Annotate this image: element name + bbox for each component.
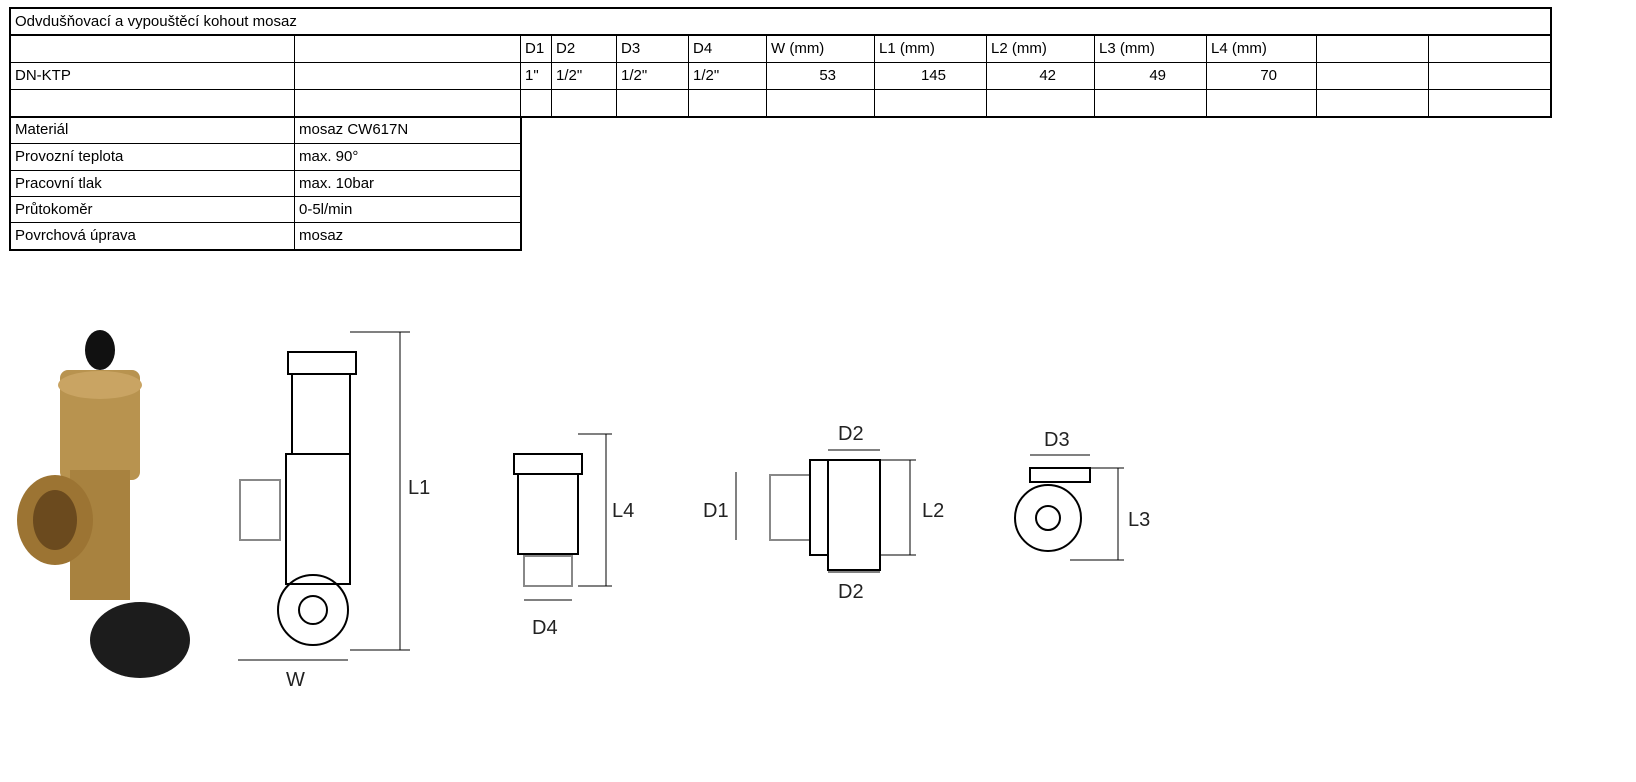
label-d3: D3 [1044, 429, 1070, 451]
table-cell [986, 89, 1094, 116]
table-cell [1428, 89, 1550, 116]
row-value: 145 [874, 62, 986, 89]
tee-drawing [735, 449, 916, 573]
label-l1: L1 [408, 477, 430, 499]
table-cell [1316, 62, 1428, 89]
table-cell [294, 62, 520, 89]
table-cell [1316, 89, 1428, 116]
row-value: 49 [1094, 62, 1206, 89]
row-value: 42 [986, 62, 1094, 89]
table-cell [1094, 89, 1206, 116]
table-cell [616, 89, 688, 116]
table-cell [874, 89, 986, 116]
spec-value: mosaz CW617N [294, 116, 520, 143]
row-value: 1/2" [616, 62, 688, 89]
label-w: W [286, 669, 305, 691]
row-value: 70 [1206, 62, 1316, 89]
row-value: 1/2" [551, 62, 616, 89]
spec-value: max. 10bar [294, 170, 520, 196]
side-view-drawing [238, 331, 410, 661]
table-cell [688, 89, 766, 116]
spec-value: 0-5l/min [294, 196, 520, 222]
vent-drawing [513, 433, 612, 601]
label-d4: D4 [532, 617, 558, 639]
label-d2-top: D2 [838, 423, 864, 445]
label-d2-bottom: D2 [838, 581, 864, 603]
table-cell [294, 89, 520, 116]
product-photo [17, 330, 190, 678]
label-l2: L2 [922, 500, 944, 522]
table-cell [551, 89, 616, 116]
spec-value: mosaz [294, 222, 520, 249]
row-value: 1/2" [688, 62, 766, 89]
table-cell [1428, 62, 1550, 89]
row-value: 1" [520, 62, 551, 89]
table-cell [766, 89, 874, 116]
label-l4: L4 [612, 500, 634, 522]
table-cell [520, 89, 551, 116]
row-value: 53 [766, 62, 874, 89]
front-view-drawing [1014, 454, 1124, 561]
label-d1: D1 [703, 500, 729, 522]
spec-value: max. 90° [294, 143, 520, 170]
label-l3: L3 [1128, 509, 1150, 531]
table-cell [1206, 89, 1316, 116]
